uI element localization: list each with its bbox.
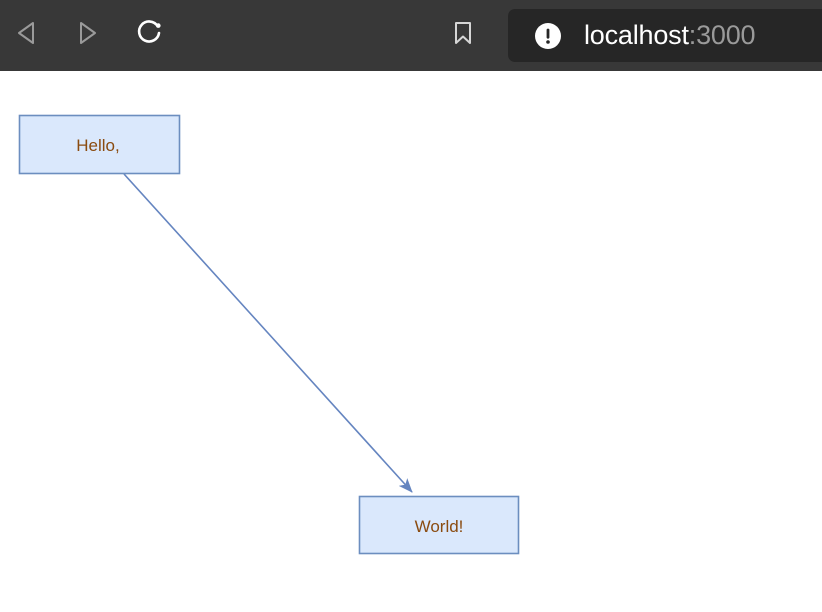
url-host: localhost	[584, 20, 689, 50]
address-bar[interactable]: localhost:3000	[508, 9, 822, 62]
exclamation-circle-icon[interactable]	[534, 22, 562, 50]
reload-icon	[133, 16, 167, 55]
bookmark-button[interactable]	[437, 0, 489, 71]
back-triangle-icon	[13, 18, 43, 53]
page-content: Hello, World!	[0, 71, 822, 612]
bookmark-icon	[450, 18, 476, 53]
node-hello-label: Hello,	[76, 136, 119, 155]
edge-hello-to-world[interactable]	[123, 173, 413, 493]
node-world[interactable]: World!	[358, 495, 520, 555]
browser-toolbar: localhost:3000	[0, 0, 822, 71]
node-world-label: World!	[415, 517, 464, 536]
back-button[interactable]	[0, 0, 56, 71]
node-world-shape	[358, 495, 520, 555]
forward-button[interactable]	[58, 0, 114, 71]
flowchart-diagram: Hello, World!	[18, 114, 520, 555]
reload-button[interactable]	[122, 0, 178, 71]
url-port: :3000	[688, 20, 756, 50]
forward-triangle-icon	[71, 18, 101, 53]
url-text: localhost:3000	[584, 20, 756, 50]
node-hello[interactable]: Hello,	[18, 114, 181, 175]
node-hello-shape	[18, 114, 181, 175]
